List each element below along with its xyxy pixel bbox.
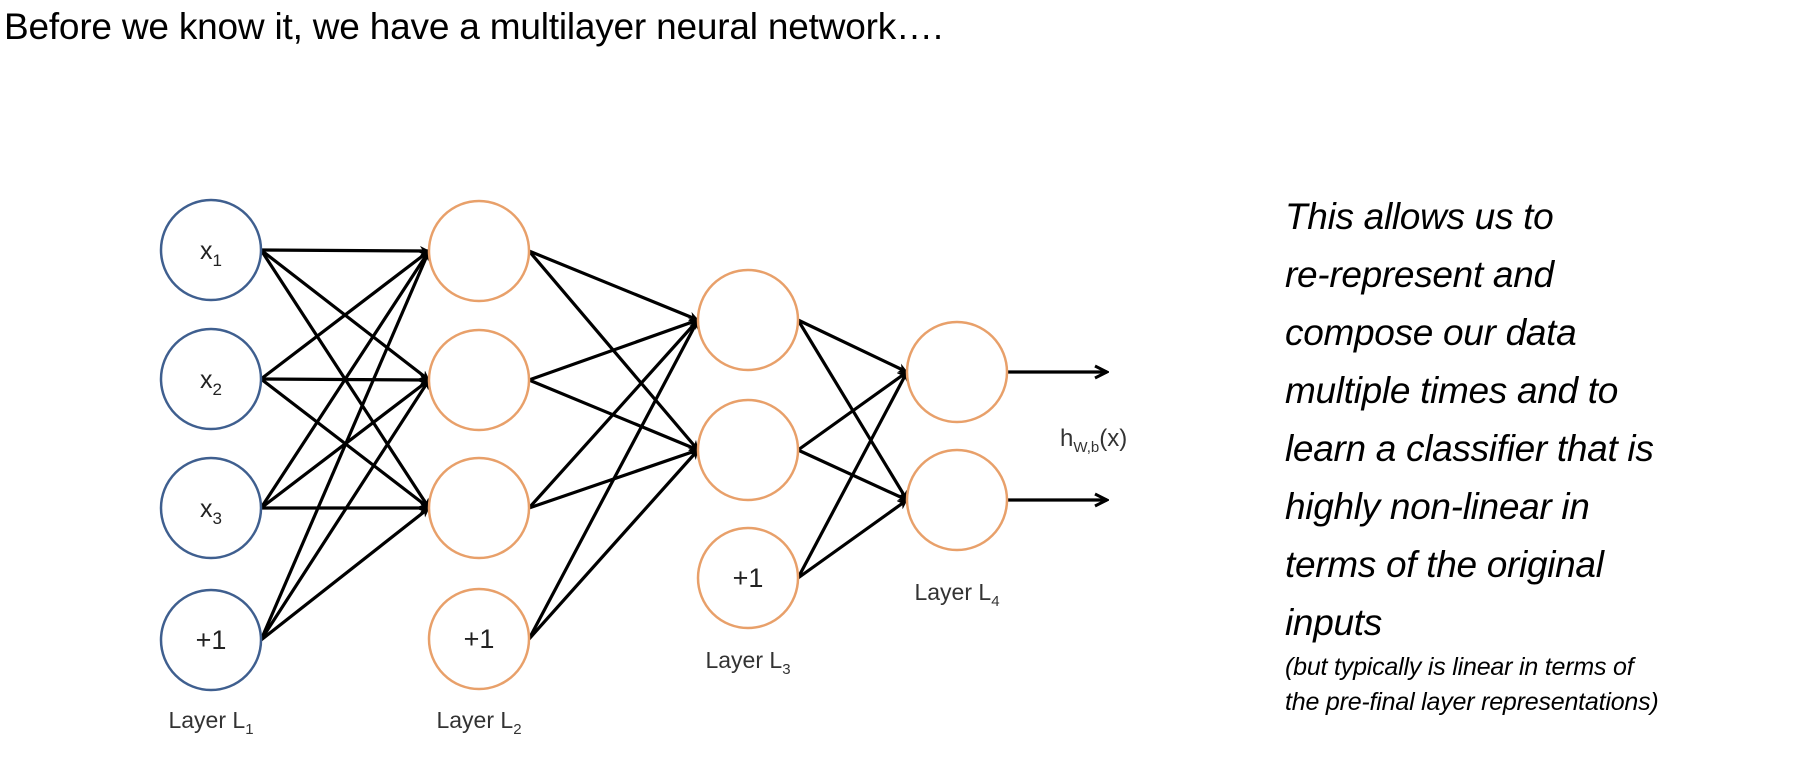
- node-circle: [427, 456, 531, 560]
- layer-labels: Layer L1 Layer L2 Layer L3 Layer L4 hW,b(x): [168, 425, 1127, 738]
- node-circle: [905, 448, 1009, 552]
- hidden-node: [427, 199, 531, 303]
- edge-arrow: [259, 250, 431, 641]
- edge-arrow: [527, 448, 700, 641]
- input-node: x1: [159, 198, 263, 302]
- hidden-node: [427, 456, 531, 560]
- network-nodes: x1 x2 x3 +1 +1 +1: [159, 198, 1009, 692]
- node-label: x2: [200, 366, 222, 399]
- edge-arrow: [797, 498, 908, 580]
- hidden-node: [427, 328, 531, 432]
- explanation-text: This allows us to re-represent and compo…: [1285, 188, 1659, 722]
- node-circle: [159, 198, 263, 302]
- bias-node: +1: [696, 526, 800, 630]
- explanation-line: learn a classifier that is: [1285, 428, 1654, 469]
- edge-arrow: [527, 318, 700, 510]
- node-circle: [696, 398, 800, 502]
- output-function-label: hW,b(x): [1060, 425, 1127, 456]
- bias-node: +1: [159, 588, 263, 692]
- explanation-note-line: (but typically is linear in terms of: [1285, 653, 1634, 681]
- node-circle: [159, 456, 263, 560]
- layer-label: Layer L3: [705, 647, 790, 678]
- node-label: +1: [196, 625, 227, 655]
- input-node: x3: [159, 456, 263, 560]
- node-label: +1: [733, 563, 764, 593]
- explanation-line: highly non-linear in: [1285, 486, 1590, 527]
- edge-arrow: [260, 249, 430, 381]
- edge-arrow: [797, 370, 908, 452]
- input-node: x2: [159, 327, 263, 431]
- layer-label: Layer L4: [914, 579, 999, 610]
- edge-arrow: [259, 379, 431, 641]
- node-label: +1: [464, 624, 495, 654]
- hidden-node: [696, 398, 800, 502]
- output-node: [905, 448, 1009, 552]
- node-circle: [159, 327, 263, 431]
- node-circle: [427, 587, 531, 691]
- hidden-node: [696, 268, 800, 372]
- node-circle: [696, 526, 800, 630]
- node-label: x3: [200, 495, 222, 528]
- node-circle: [427, 199, 531, 303]
- node-circle: [427, 328, 531, 432]
- node-circle: [696, 268, 800, 372]
- edge-arrow: [260, 506, 430, 642]
- node-circle: [905, 320, 1009, 424]
- explanation-line: terms of the original: [1285, 544, 1604, 585]
- layer-label: Layer L2: [436, 707, 521, 738]
- explanation-line: compose our data: [1285, 312, 1577, 353]
- node-label: x1: [200, 237, 222, 270]
- edge-arrow: [527, 319, 700, 640]
- explanation-line: This allows us to: [1285, 196, 1554, 237]
- connection-edges: [259, 245, 1107, 642]
- bias-node: +1: [427, 587, 531, 691]
- explanation-line: inputs: [1285, 602, 1382, 643]
- explanation-line: multiple times and to: [1285, 370, 1619, 411]
- explanation-note-line: the pre-final layer representations): [1285, 688, 1659, 716]
- edge-arrow: [528, 249, 699, 322]
- explanation-line: re-represent and: [1285, 254, 1554, 295]
- node-circle: [159, 588, 263, 692]
- edge-arrow: [796, 371, 909, 579]
- slide-title: Before we know it, we have a multilayer …: [4, 6, 943, 47]
- edge-arrow: [528, 318, 699, 382]
- output-node: [905, 320, 1009, 424]
- edge-arrow: [797, 318, 908, 374]
- edge-arrow: [259, 250, 431, 509]
- layer-label: Layer L1: [168, 707, 253, 738]
- edge-arrow: [260, 245, 430, 256]
